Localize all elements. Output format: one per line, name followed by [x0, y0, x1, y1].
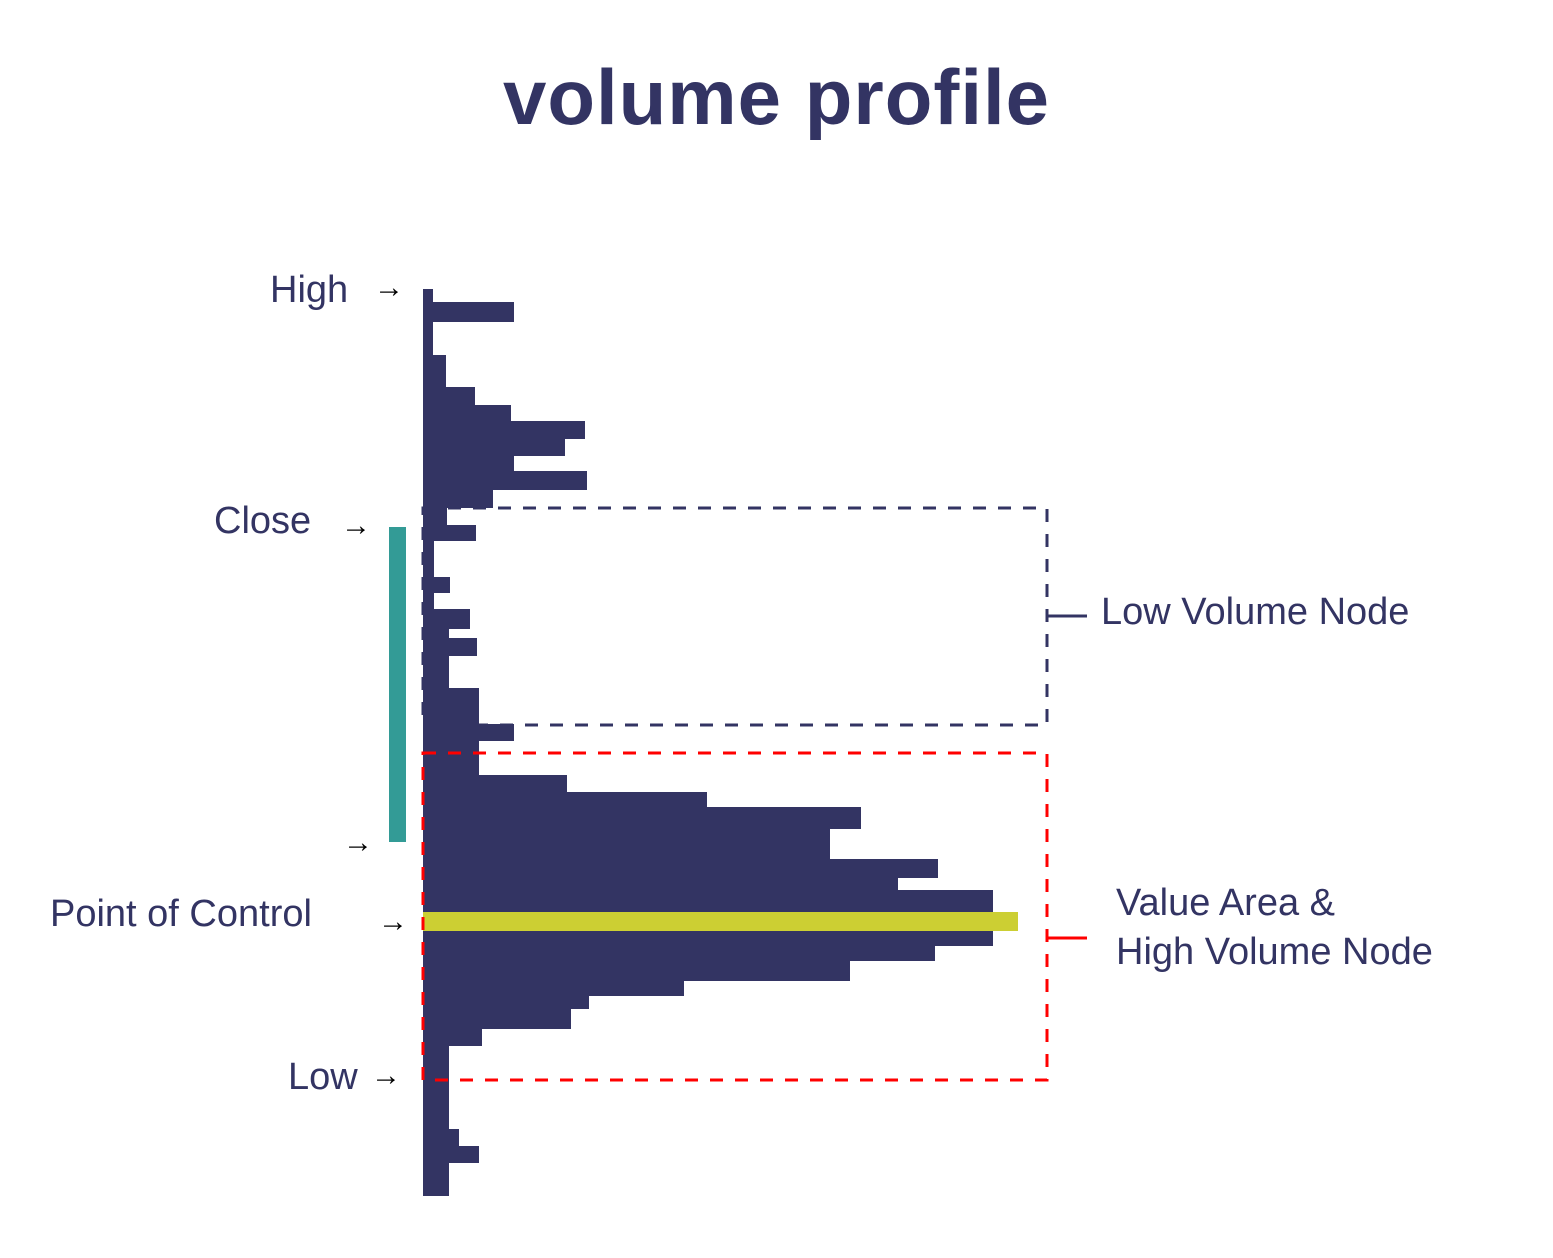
volume-bar — [423, 541, 434, 577]
low-label: Low — [288, 1056, 358, 1098]
volume-bar — [423, 741, 479, 775]
volume-bar — [423, 629, 449, 638]
overlays — [389, 506, 1087, 1082]
value-area-label-line1: Value Area & — [1116, 882, 1336, 924]
volume-bar — [423, 577, 450, 593]
low-volume-node-box — [421, 506, 1049, 727]
volume-bar — [423, 946, 935, 961]
volume-bar — [423, 688, 479, 724]
close-arrow-icon: → — [341, 509, 371, 542]
volume-bar — [423, 1146, 479, 1163]
volume-bar — [423, 609, 470, 629]
close-label: Close — [214, 500, 312, 542]
open-arrow-icon: → — [343, 826, 373, 859]
high-arrow-icon: → — [374, 271, 404, 304]
volume-bar — [423, 471, 587, 490]
volume-bar — [423, 724, 514, 741]
volume-bar — [423, 405, 511, 421]
point-of-control-bar — [423, 912, 1018, 931]
volume-bar — [423, 1163, 449, 1196]
volume-bar — [423, 807, 861, 829]
volume-bar — [423, 456, 514, 471]
volume-bar — [423, 656, 449, 688]
value-area-box — [421, 751, 1049, 1082]
volume-bar — [423, 289, 433, 302]
volume-bars — [423, 289, 1018, 1196]
close-range-bar — [389, 527, 406, 842]
low-volume-node-label: Low Volume Node — [1101, 591, 1410, 633]
volume-bar — [423, 1029, 482, 1046]
volume-bar — [423, 302, 514, 322]
volume-bar — [423, 525, 476, 541]
volume-bar — [423, 1046, 449, 1129]
point-of-control-label: Point of Control — [50, 893, 312, 935]
volume-bar — [423, 593, 434, 609]
volume-bar — [423, 792, 707, 807]
volume-bar — [423, 859, 938, 878]
chart-title: volume profile — [502, 53, 1051, 141]
volume-bar — [423, 890, 993, 912]
volume-bar — [423, 996, 589, 1009]
volume-bar — [423, 439, 565, 456]
volume-bar — [423, 508, 447, 525]
volume-bar — [423, 421, 585, 439]
high-label: High — [270, 269, 349, 311]
value-area-label-line2: High Volume Node — [1116, 931, 1433, 973]
volume-bar — [423, 931, 993, 946]
volume-bar — [423, 1129, 459, 1146]
volume-bar — [423, 878, 898, 890]
volume-bar — [423, 961, 850, 981]
volume-bar — [423, 775, 567, 792]
volume-bar — [423, 490, 493, 508]
volume-bar — [423, 387, 475, 405]
volume-bar — [423, 322, 433, 355]
low-arrow-icon: → — [371, 1059, 401, 1092]
volume-bar — [423, 981, 684, 996]
volume-bar — [423, 1009, 571, 1029]
volume-bar — [423, 638, 477, 656]
poc-arrow-icon: → — [378, 905, 408, 938]
volume-bar — [423, 355, 446, 387]
volume-bar — [423, 829, 830, 859]
